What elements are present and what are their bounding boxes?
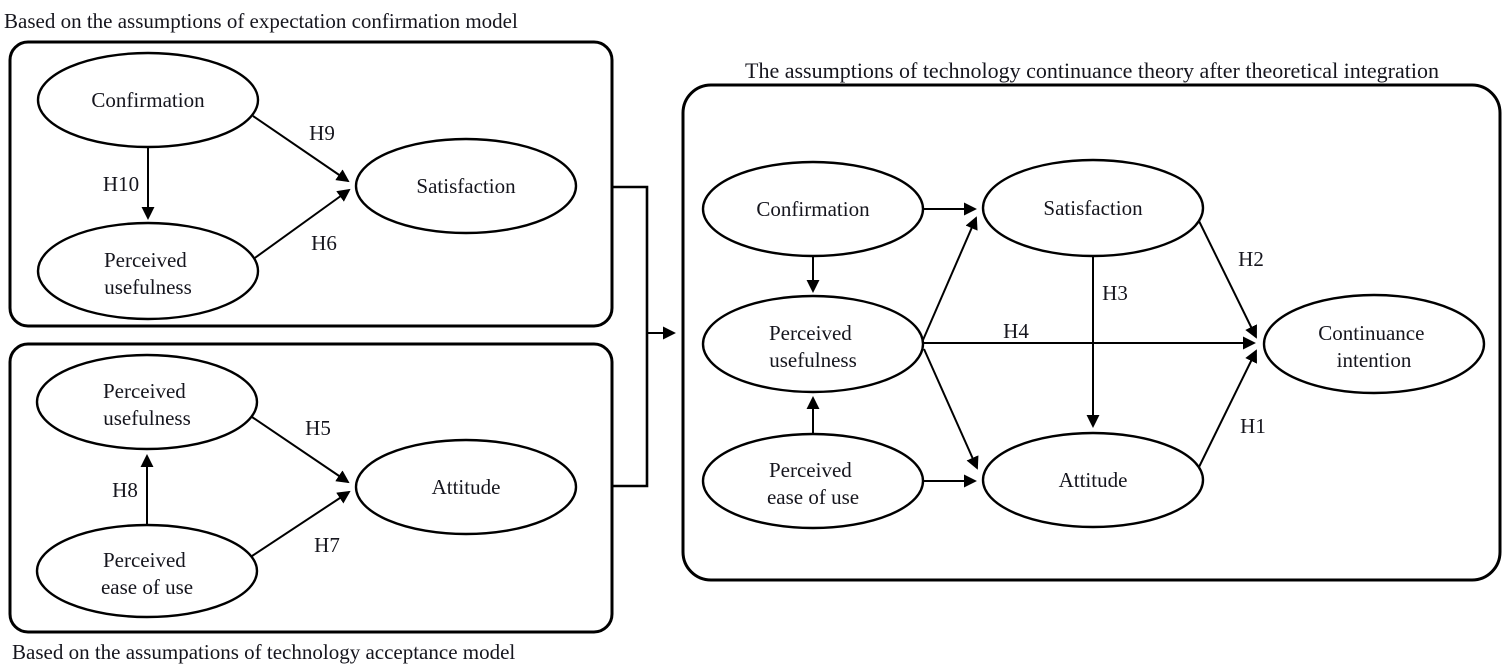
- label-h3: H3: [1102, 281, 1128, 305]
- ecm-perceived-usefulness-label: Perceived usefulness: [104, 248, 192, 299]
- ecm-satisfaction-ellipse: [354, 137, 578, 235]
- tam-box: [8, 342, 614, 634]
- tct-continuance-intention-label: Continuance intention: [1318, 321, 1429, 372]
- label-h10: H10: [103, 172, 139, 196]
- arrow-h6-perceived-usefulness-to-satisfaction: [251, 188, 351, 261]
- node-tam-perceived-usefulness: Perceived usefulness: [35, 353, 259, 451]
- node-tam-perceived-ease-of-use: Perceived ease of use: [35, 523, 259, 619]
- label-h1: H1: [1240, 414, 1266, 438]
- label-h4: H4: [1003, 319, 1029, 343]
- tct-satisfaction-label: Satisfaction: [1043, 196, 1143, 220]
- tam-perceived-usefulness-ellipse: [35, 353, 259, 451]
- label-h8: H8: [112, 478, 138, 502]
- panel-technology-continuance-theory: The assumptions of technology continuanc…: [681, 58, 1502, 582]
- tct-box: [681, 83, 1502, 582]
- node-tct-attitude: Attitude: [981, 431, 1205, 529]
- tam-attitude-ellipse: [354, 438, 578, 536]
- tct-satisfaction-ellipse: [981, 158, 1205, 258]
- ecm-satisfaction-label: Satisfaction: [416, 174, 516, 198]
- panel-expectation-confirmation-model: Based on the assumptions of expectation …: [4, 9, 614, 328]
- label-h9: H9: [309, 121, 335, 145]
- arrow-h5-perceived-usefulness-to-attitude: [251, 416, 350, 484]
- tam-perceived-usefulness-label: Perceived usefulness: [103, 379, 191, 430]
- node-tct-satisfaction: Satisfaction: [981, 158, 1205, 258]
- arrow-h9-confirmation-to-satisfaction: [252, 115, 350, 183]
- tct-perceived-usefulness-ellipse: [701, 294, 925, 394]
- node-tct-continuance-intention: Continuance intention: [1262, 293, 1486, 395]
- ecm-confirmation-ellipse: [36, 51, 260, 149]
- tct-attitude-ellipse: [981, 431, 1205, 529]
- tct-confirmation-ellipse: [701, 160, 925, 258]
- label-h2: H2: [1238, 247, 1264, 271]
- panel-technology-acceptance-model: Based on the assumpations of technology …: [8, 342, 614, 664]
- label-h5: H5: [305, 416, 331, 440]
- node-tct-confirmation: Confirmation: [701, 160, 925, 258]
- arrow-perceived-usefulness-to-attitude: [923, 348, 979, 470]
- arrow-h7-perceived-ease-to-attitude: [251, 490, 351, 557]
- tct-perceived-usefulness-label: Perceived usefulness: [769, 321, 857, 372]
- ecm-caption: Based on the assumptions of expectation …: [4, 9, 518, 33]
- arrow-h1-attitude-to-continuance: [1198, 349, 1257, 468]
- node-ecm-satisfaction: Satisfaction: [354, 137, 578, 235]
- ecm-confirmation-label: Confirmation: [91, 88, 205, 112]
- node-tam-attitude: Attitude: [354, 438, 578, 536]
- tam-attitude-label: Attitude: [432, 475, 501, 499]
- integration-connector: [613, 185, 676, 488]
- ecm-box: [8, 40, 614, 328]
- node-ecm-perceived-usefulness: Perceived usefulness: [36, 221, 260, 321]
- tct-confirmation-label: Confirmation: [756, 197, 870, 221]
- arrow-h2-satisfaction-to-continuance: [1198, 220, 1257, 339]
- tct-perceived-ease-label: Perceived ease of use: [767, 458, 859, 509]
- node-tct-perceived-usefulness: Perceived usefulness: [701, 294, 925, 394]
- node-tct-perceived-ease-of-use: Perceived ease of use: [701, 432, 925, 530]
- label-h7: H7: [314, 533, 340, 557]
- tct-perceived-ease-ellipse: [701, 432, 925, 530]
- connector-bracket: [613, 185, 649, 488]
- arrow-perceived-usefulness-to-satisfaction: [922, 216, 978, 341]
- tct-continuance-intention-ellipse: [1262, 293, 1486, 395]
- tct-title: The assumptions of technology continuanc…: [745, 58, 1439, 83]
- ecm-perceived-usefulness-ellipse: [36, 221, 260, 321]
- tam-perceived-ease-ellipse: [35, 523, 259, 619]
- tam-caption: Based on the assumpations of technology …: [12, 640, 515, 664]
- tct-attitude-label: Attitude: [1059, 468, 1128, 492]
- tam-perceived-ease-label: Perceived ease of use: [101, 548, 193, 599]
- node-ecm-confirmation: Confirmation: [36, 51, 260, 149]
- label-h6: H6: [311, 231, 337, 255]
